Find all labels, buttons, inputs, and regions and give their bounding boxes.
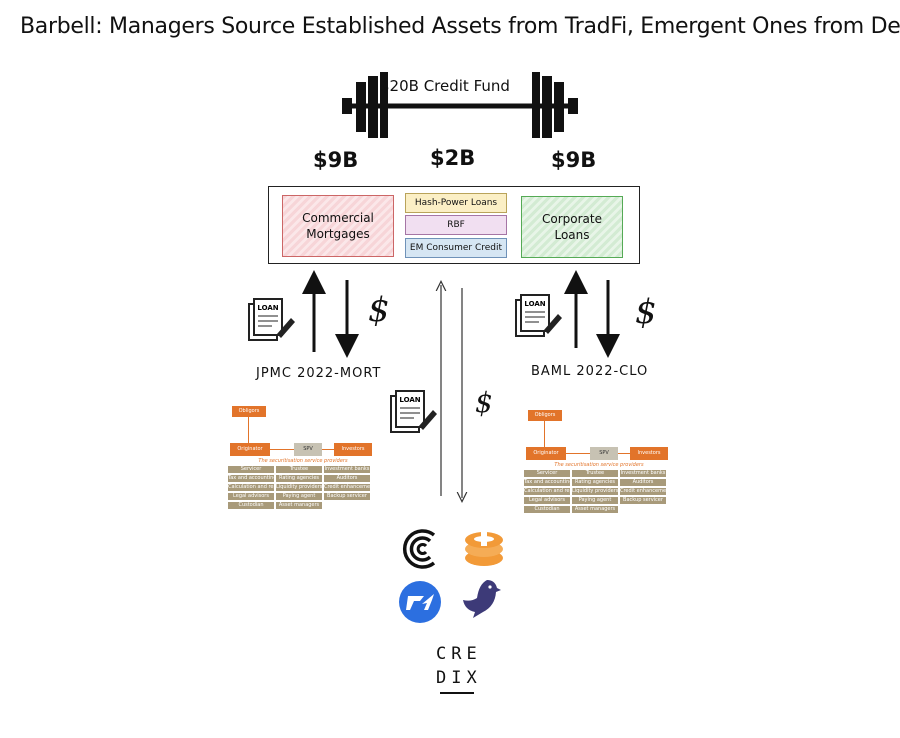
defi-protocol-blue-icon [399,581,441,623]
providers-grid: Servicer Trustee Investment banks Tax an… [228,466,401,509]
corporate-loans-box: Corporate Loans [521,196,623,258]
box-label: Commercial [302,211,374,225]
amount-right: $9B [551,148,597,172]
provider-item: Custodian [228,502,274,509]
barbell-icon [342,72,578,138]
box-label: Loans [554,228,590,242]
defi-protocol-c-icon [403,529,436,569]
provider-item: Credit enhancement providers [620,488,697,495]
defi-protocol-bird-icon [463,580,501,618]
provider-item: Legal advisors [228,493,274,500]
provider-item: Tax and accounting advisors [228,475,299,482]
securitisation-diagram-right: Obligors Originator SPV Investors The se… [524,406,697,532]
credix-underline [440,692,474,694]
providers-caption: The securitisation service providers [554,462,644,468]
box-label: Corporate [542,212,602,226]
spv-box: SPV [294,443,322,456]
defi-protocol-stack-icon [465,532,503,566]
provider-item: Custodian [524,506,570,513]
provider-item: Rating agencies [572,479,618,486]
provider-item: Credit enhancement providers [324,484,401,491]
deal-label-right: BAML 2022-CLO [531,364,649,379]
provider-item: Investment banks [620,470,666,477]
providers-caption: The securitisation service providers [258,458,348,464]
connector [566,453,590,454]
provider-item: Trustee [572,470,618,477]
originator-box: Originator [230,443,270,456]
credix-line: CRE [436,644,482,664]
dollar-middle: $ [475,386,493,419]
originator-box: Originator [526,447,566,460]
diagram-title: Barbell: Managers Source Established Ass… [20,14,900,39]
connector [618,453,630,454]
obligors-box: Obligors [528,410,562,421]
credix-logo: CRE DIX [436,642,482,690]
provider-item: Backup servicer [324,493,370,500]
amount-left: $9B [313,148,359,172]
provider-item: Calculation and reporting agent [228,484,308,491]
connector [270,449,294,450]
provider-item: Legal advisors [524,497,570,504]
provider-item: Calculation and reporting agent [524,488,604,495]
spv-box: SPV [590,447,618,460]
obligors-box: Obligors [232,406,266,417]
loan-document-icon: LOAN [390,390,437,433]
loan-document-icon: LOAN [248,298,295,341]
loan-label: LOAN [257,304,278,312]
provider-item: Backup servicer [620,497,666,504]
loan-label: LOAN [524,300,545,308]
provider-item: Paying agent [572,497,618,504]
provider-item: Investment banks [324,466,370,473]
loan-label: LOAN [399,396,420,404]
provider-item: Liquidity providers [572,488,619,495]
provider-item: Asset managers [572,506,618,513]
fund-label: $20B Credit Fund [380,77,510,95]
provider-item: Rating agencies [276,475,322,482]
rbf-box: RBF [405,215,507,235]
amount-middle: $2B [430,146,476,170]
credix-line: DIX [436,668,482,688]
provider-item: Tax and accounting advisors [524,479,595,486]
dollar-left: $ [368,290,390,330]
provider-item: Auditors [324,475,370,482]
connector [544,421,545,447]
provider-item: Auditors [620,479,666,486]
commercial-mortgages-box: Commercial Mortgages [282,195,394,257]
provider-item: Asset managers [276,502,322,509]
hash-power-loans-box: Hash-Power Loans [405,193,507,213]
connector [322,449,334,450]
connector [248,417,249,443]
provider-item: Servicer [228,466,274,473]
dollar-right: $ [635,292,657,332]
investors-box: Investors [630,447,668,460]
provider-item: Liquidity providers [276,484,323,491]
loan-document-icon: LOAN [515,294,562,337]
providers-grid: Servicer Trustee Investment banks Tax an… [524,470,697,513]
securitisation-diagram-left: Obligors Originator SPV Investors The se… [228,402,401,528]
provider-item: Servicer [524,470,570,477]
box-label: Mortgages [306,227,370,241]
provider-item: Trustee [276,466,322,473]
deal-label-left: JPMC 2022-MORT [256,366,382,381]
em-consumer-credit-box: EM Consumer Credit [405,238,507,258]
investors-box: Investors [334,443,372,456]
provider-item: Paying agent [276,493,322,500]
